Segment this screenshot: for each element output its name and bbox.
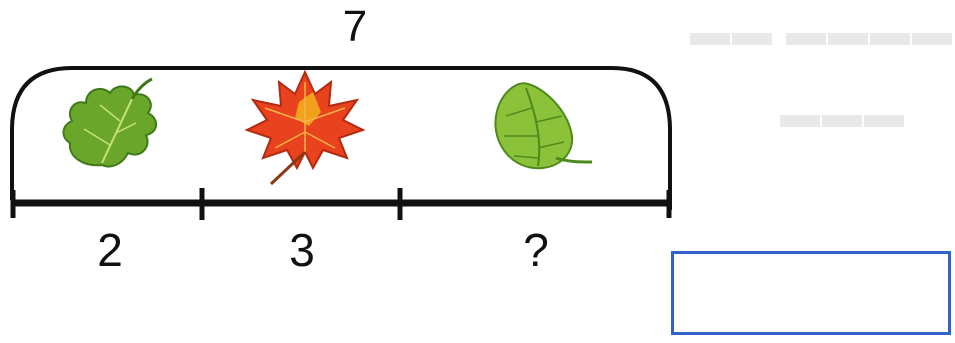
part-label-unknown: ?	[523, 224, 549, 276]
whole-brace	[10, 66, 672, 210]
background-bleed: ▬▬▬	[780, 91, 906, 136]
maple-leaf-icon	[244, 69, 366, 186]
answer-box[interactable]	[671, 251, 951, 335]
oak-leaf-icon	[62, 77, 157, 168]
birch-leaf-icon	[494, 82, 593, 170]
total-label: 7	[342, 2, 368, 51]
part-label-1: 2	[97, 224, 123, 276]
background-bleed: ▬▬ ▬▬▬▬	[690, 9, 954, 54]
part-label-2: 3	[289, 224, 315, 276]
